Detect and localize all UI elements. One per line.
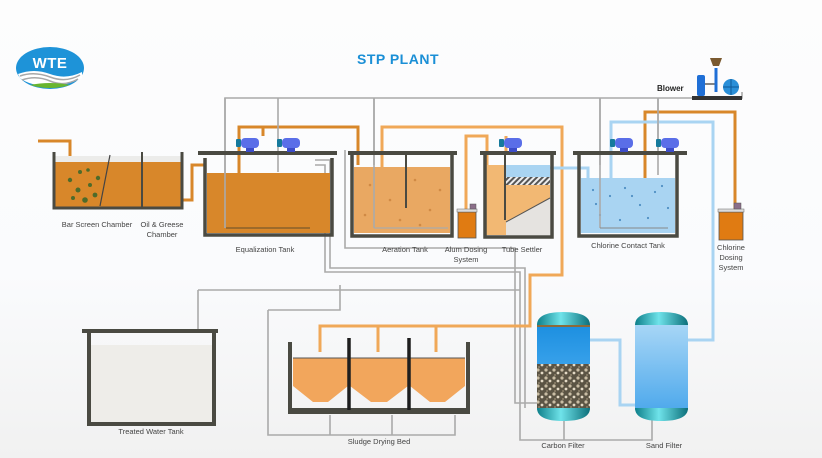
oil-grease-label-line: Oil & Greese xyxy=(140,220,184,229)
alum-dosing-label-line: System xyxy=(453,255,479,265)
chlorine-dosing-label-line: Dosing xyxy=(719,253,743,263)
aeration-tank xyxy=(348,98,457,238)
chlorine-dosing-label-line: System xyxy=(718,263,744,273)
chlorine-contact-tank-label: Chlorine Contact Tank xyxy=(591,241,665,250)
wte-logo xyxy=(16,47,84,89)
sand-filter xyxy=(635,312,688,421)
pump-icon xyxy=(236,138,259,152)
pump-icon xyxy=(277,138,300,152)
treated-water-tank xyxy=(82,329,218,426)
oil-grease-label-line: Chamber xyxy=(146,230,178,240)
equalization-tank xyxy=(198,98,337,237)
chlorine-contact-tank xyxy=(573,98,687,238)
pump-icon xyxy=(499,138,522,152)
tube-settler xyxy=(480,151,556,239)
carbon-filter xyxy=(537,312,590,421)
logo-text: WTE xyxy=(32,55,68,72)
sludge-drying-bed xyxy=(288,338,470,414)
chlorine-dosing-label-line: Chlorine xyxy=(717,243,745,252)
sludge-drying-bed-label: Sludge Drying Bed xyxy=(347,437,411,446)
bar-screen-label: Bar Screen Chamber xyxy=(61,220,133,229)
treated-water-tank-label: Treated Water Tank xyxy=(118,427,184,436)
tube-settler-label: Tube Settler xyxy=(501,245,543,254)
grey-pipelines xyxy=(197,92,743,441)
carbon-filter-label: Carbon Filter xyxy=(541,441,585,450)
pump-icon xyxy=(656,138,679,152)
alum-dosing-label: Alum Dosing System xyxy=(445,245,488,265)
alum-dosing-label-line: Alum Dosing xyxy=(444,245,488,254)
pump-icons xyxy=(236,138,679,152)
equalization-tank-label: Equalization Tank xyxy=(235,245,295,254)
bar-screen-chamber xyxy=(52,152,184,210)
blower-label: Blower xyxy=(657,84,684,93)
blower-icon xyxy=(692,58,742,100)
sand-filter-label: Sand Filter xyxy=(645,441,683,450)
oil-grease-label: Oil & Greese Chamber xyxy=(141,220,184,240)
chlorine-dosing-system xyxy=(717,202,745,241)
page-title: STP PLANT xyxy=(356,51,440,67)
aeration-tank-label: Aeration Tank xyxy=(382,245,428,254)
pump-icon xyxy=(610,138,633,152)
alum-dosing-system xyxy=(456,203,478,239)
chlorine-dosing-label: Chlorine Dosing System xyxy=(717,243,745,273)
